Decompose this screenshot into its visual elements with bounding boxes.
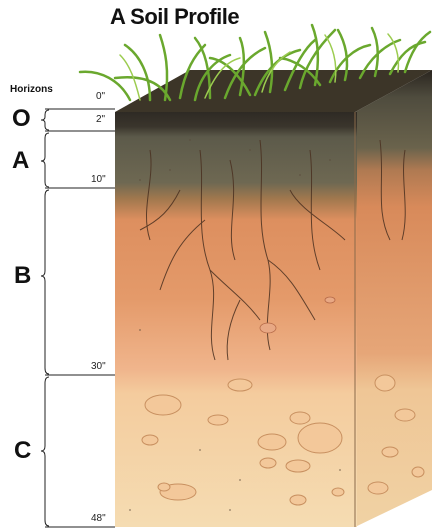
depth-label-30: 30" (91, 361, 106, 372)
depth-label-0: 0" (96, 91, 105, 102)
horizon-b-label: B (14, 262, 31, 290)
depth-label-48: 48" (91, 513, 106, 524)
soil-block-side-face (355, 70, 432, 527)
horizons-heading: Horizons (10, 84, 53, 95)
depth-label-2: 2" (96, 114, 105, 125)
soil-block-front-face (115, 112, 357, 527)
horizon-c-label: C (14, 437, 31, 465)
depth-label-10: 10" (91, 174, 106, 185)
horizon-a-label: A (12, 147, 29, 175)
horizon-o-label: O (12, 105, 31, 133)
horizon-boundaries (45, 109, 115, 527)
horizon-braces (41, 110, 49, 526)
